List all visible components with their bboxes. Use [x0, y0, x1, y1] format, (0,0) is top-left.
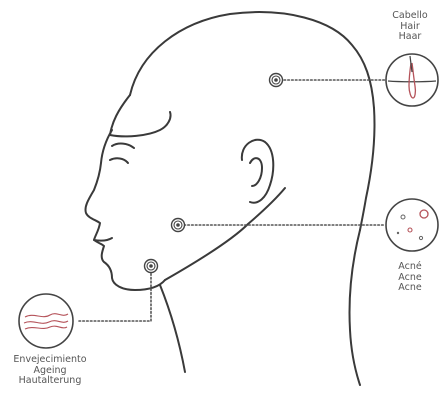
- ageing-callout-label: Envejecimiento Ageing Hautalterung: [0, 355, 100, 387]
- ear: [242, 140, 273, 203]
- hair-follicle-icon: [386, 54, 438, 106]
- acne-label-es: Acné: [380, 262, 440, 273]
- neck-back: [349, 230, 360, 385]
- connector-ageing: [78, 266, 151, 321]
- ear-inner: [250, 158, 262, 186]
- eyelid: [110, 158, 128, 163]
- ear-outer: [242, 140, 273, 203]
- eye: [110, 144, 134, 163]
- neck-front: [160, 285, 185, 372]
- hair-label-es: Cabello: [380, 11, 440, 22]
- ageing-label-es: Envejecimiento: [0, 355, 100, 366]
- hairline: [110, 95, 171, 136]
- jaw-line: [165, 188, 285, 280]
- occiput: [360, 108, 375, 230]
- acne-pores-icon: [386, 199, 438, 251]
- marker-ageing[interactable]: [145, 260, 158, 273]
- acne-callout-label: Acné Acne Acne: [380, 262, 440, 294]
- hair-callout-label: Cabello Hair Haar: [380, 11, 440, 43]
- hair-label-de: Haar: [380, 32, 440, 43]
- marker-hair[interactable]: [270, 74, 283, 87]
- skull-outline: [130, 12, 374, 108]
- mouth-line: [94, 238, 112, 241]
- connectors: [78, 80, 388, 321]
- eyebrow: [112, 144, 134, 148]
- skin-wrinkles-icon: [19, 294, 73, 348]
- head-outline: [85, 12, 374, 385]
- marker-acne[interactable]: [172, 219, 185, 232]
- acne-label-de: Acne: [380, 283, 440, 294]
- ageing-label-de: Hautalterung: [0, 376, 100, 387]
